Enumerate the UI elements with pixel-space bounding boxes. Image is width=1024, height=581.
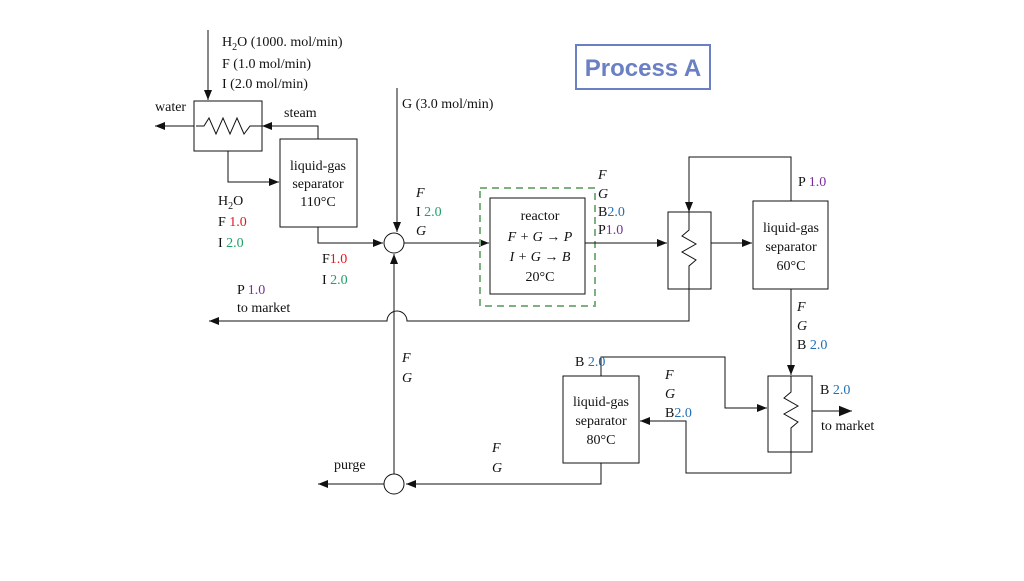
g-feed-label: G (3.0 mol/min) bbox=[402, 97, 494, 112]
sep2-bottom-g: G bbox=[797, 319, 807, 334]
reactor-label: reactor bbox=[521, 209, 560, 224]
recycle-f: F bbox=[401, 351, 411, 366]
b-to-market-label: to market bbox=[821, 419, 874, 434]
stream-h2o-f: F 1.0 bbox=[218, 215, 247, 230]
hx3-to-sep3-line bbox=[640, 417, 792, 474]
reactor-in-i: I 2.0 bbox=[416, 205, 442, 220]
sep2-top-loop-line bbox=[685, 156, 792, 212]
heat-exchanger-3 bbox=[767, 375, 813, 453]
separator-2 bbox=[752, 200, 829, 290]
separator-2-line1: liquid-gas bbox=[763, 221, 819, 236]
p-market-line bbox=[222, 289, 690, 322]
separator-1-line1: liquid-gas bbox=[290, 159, 346, 174]
separator-2-temp: 60°C bbox=[777, 259, 806, 274]
separator-3-line1: liquid-gas bbox=[573, 395, 629, 410]
steam-label: steam bbox=[284, 106, 317, 121]
mixer bbox=[383, 232, 405, 254]
separator-1-temp: 110°C bbox=[300, 195, 335, 210]
separator-2-line2: separator bbox=[765, 240, 817, 255]
separator-3-line2: separator bbox=[575, 414, 627, 429]
stream-p-top: P 1.0 bbox=[798, 175, 826, 190]
reactor-out-p: P1.0 bbox=[598, 223, 623, 238]
reactor-in-f: F bbox=[415, 186, 425, 201]
separator-3 bbox=[562, 375, 640, 464]
title-frame bbox=[575, 44, 711, 90]
reactor-out-b: B2.0 bbox=[598, 205, 625, 220]
splitter bbox=[383, 473, 405, 495]
heat-exchanger-1-coil bbox=[196, 116, 262, 136]
separator-3-temp: 80°C bbox=[587, 433, 616, 448]
steam-line bbox=[262, 122, 319, 139]
sep3-in-g: G bbox=[665, 387, 675, 402]
feed-f-label: F (1.0 mol/min) bbox=[222, 57, 311, 72]
stream-h2o-i: I 2.0 bbox=[218, 236, 244, 251]
purge-in-f: F bbox=[491, 441, 501, 456]
sep3-to-splitter-line bbox=[406, 463, 602, 488]
sep1-to-mixer-line bbox=[317, 227, 383, 247]
reactor-rxn-1: F + G → P bbox=[507, 230, 573, 245]
separator-1-line2: separator bbox=[292, 177, 344, 192]
sep3-in-f: F bbox=[664, 368, 674, 383]
purge-label: purge bbox=[334, 458, 366, 473]
separator-1 bbox=[279, 138, 358, 228]
feed-h2o-label: H2O (1000. mol/min) bbox=[222, 35, 343, 53]
stream-p-market: P 1.0 bbox=[237, 283, 265, 298]
heat-exchanger-3-coil bbox=[782, 376, 800, 452]
reactor-out-f: F bbox=[597, 168, 607, 183]
stream-mix-f: F1.0 bbox=[322, 252, 347, 267]
stream-b-market: B 2.0 bbox=[820, 383, 850, 398]
stream-b-sep3-top: B 2.0 bbox=[575, 355, 605, 370]
sep3-in-b: B2.0 bbox=[665, 406, 692, 421]
reactor-rxn-2: I + G → B bbox=[509, 250, 571, 265]
water-label: water bbox=[155, 100, 186, 115]
reactor-in-g: G bbox=[416, 224, 426, 239]
purge-in-g: G bbox=[492, 461, 502, 476]
sep2-bottom-b: B 2.0 bbox=[797, 338, 827, 353]
reactor-temp: 20°C bbox=[526, 270, 555, 285]
feed-i-label: I (2.0 mol/min) bbox=[222, 77, 308, 92]
sep3-top-to-hx3-line bbox=[600, 356, 767, 412]
reactor bbox=[489, 197, 586, 295]
page-title: Process A bbox=[585, 55, 702, 82]
heat-exchanger-2-coil bbox=[680, 212, 698, 289]
stream-mix-i: I 2.0 bbox=[322, 273, 348, 288]
stream-h2o-label: H2O bbox=[218, 194, 243, 212]
p-to-market-label: to market bbox=[237, 301, 290, 316]
reactor-boundary bbox=[479, 187, 596, 307]
recycle-g: G bbox=[402, 371, 412, 386]
reactor-out-g: G bbox=[598, 187, 608, 202]
hx1-to-sep1-line bbox=[227, 151, 279, 186]
sep2-bottom-f: F bbox=[796, 300, 806, 315]
